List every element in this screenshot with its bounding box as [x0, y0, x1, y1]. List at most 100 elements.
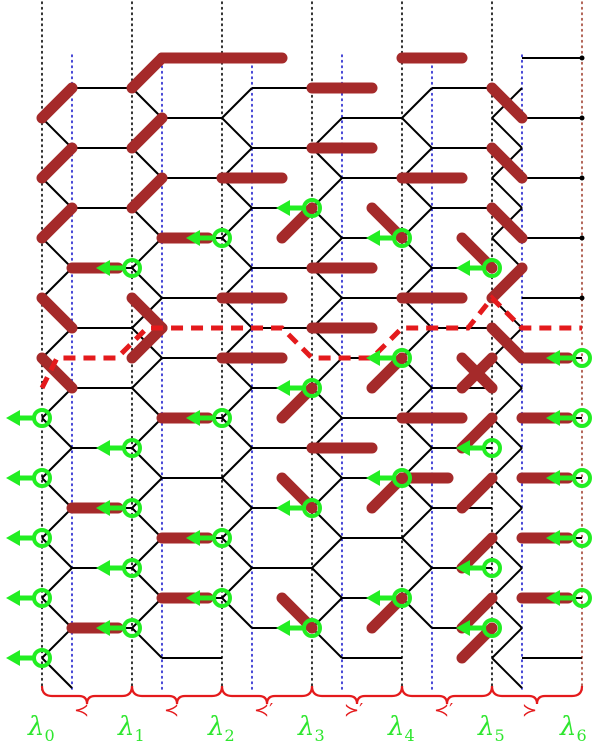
- lattice-edge: [491, 237, 523, 269]
- green-arrow: [456, 258, 502, 278]
- arrow-ring: [212, 528, 232, 548]
- arrow-ring: [302, 378, 322, 398]
- arrow-head: [546, 530, 560, 546]
- lattice-edge: [41, 117, 73, 149]
- lattice-edge: [41, 237, 73, 269]
- arrow-ring: [122, 258, 142, 278]
- arrow-ring: [302, 498, 322, 518]
- arrow-ring: [572, 468, 592, 488]
- arrow-ring: [572, 588, 592, 608]
- arrow-head: [546, 410, 560, 426]
- green-arrow: [186, 528, 232, 548]
- lattice-edge: [491, 477, 523, 509]
- boundary-dot: [579, 295, 585, 301]
- arrow-ring: [122, 558, 142, 578]
- dimer-edge: [456, 352, 498, 394]
- arrow-ring: [482, 438, 502, 458]
- arrow-ring: [392, 588, 412, 608]
- green-arrow: [546, 348, 592, 368]
- vertical-guide-lines: [41, 1, 583, 691]
- boundary-dot: [579, 115, 585, 121]
- arrow-head: [456, 260, 470, 276]
- lattice-edge: [491, 627, 523, 659]
- lattice-edge: [491, 597, 523, 629]
- lambda-index: 6: [576, 726, 587, 746]
- lambda-symbol: λ: [560, 712, 577, 742]
- lattice-edge: [131, 87, 163, 119]
- boundary-dots: [579, 55, 585, 301]
- lambda-index: 4: [404, 726, 415, 746]
- arrow-head: [546, 590, 560, 606]
- lattice-edge: [491, 537, 523, 569]
- dimer-edge: [486, 82, 528, 124]
- green-arrow: [366, 348, 412, 368]
- green-arrow: [366, 588, 412, 608]
- green-arrow: [276, 498, 322, 518]
- lattice-edge: [491, 447, 523, 479]
- arrow-head: [456, 560, 470, 576]
- green-arrow: [6, 648, 52, 668]
- lattice-edge: [131, 207, 163, 239]
- arrow-head: [366, 590, 380, 606]
- dimer-edge: [126, 292, 168, 334]
- green-arrow: [546, 408, 592, 428]
- arrow-ring: [482, 558, 502, 578]
- lattice-edge: [401, 87, 433, 119]
- lattice-edge: [221, 477, 253, 509]
- lattice-edge: [491, 417, 523, 449]
- lambda-index: 3: [314, 726, 325, 746]
- green-arrow: [186, 228, 232, 248]
- dimer-edge: [486, 142, 528, 184]
- lambda-symbol: λ: [388, 712, 405, 742]
- lambda-label-3: λ3: [298, 712, 325, 745]
- green-arrow: [366, 468, 412, 488]
- green-arrow: [546, 528, 592, 548]
- dimer-edge: [126, 112, 168, 154]
- lambda-symbol: λ: [208, 712, 225, 742]
- dimer-edge: [486, 322, 528, 364]
- green-arrows: [6, 198, 592, 668]
- arrow-ring: [212, 588, 232, 608]
- dimer-edge: [486, 262, 528, 304]
- lambda-symbol: λ: [118, 712, 135, 742]
- arrow-ring: [482, 258, 502, 278]
- lambda-label-1: λ1: [118, 712, 145, 745]
- green-arrow: [456, 618, 502, 638]
- arrow-ring: [122, 618, 142, 638]
- relation-label-2: ≺′: [254, 700, 274, 721]
- green-arrow: [546, 588, 592, 608]
- relation-label-5: ≻: [522, 700, 538, 721]
- lattice-edge: [41, 267, 73, 299]
- dimer-edge: [36, 352, 78, 394]
- arrow-ring: [302, 198, 322, 218]
- interval-brace: [310, 685, 404, 705]
- arrow-ring: [32, 468, 52, 488]
- dimer-edge: [126, 322, 168, 364]
- lambda-label-0: λ0: [28, 712, 55, 745]
- green-arrow: [6, 588, 52, 608]
- arrow-head: [6, 470, 20, 486]
- arrow-ring: [122, 498, 142, 518]
- arrow-ring: [572, 408, 592, 428]
- dimer-edge: [36, 292, 78, 334]
- arrow-head: [276, 620, 290, 636]
- lambda-symbol: λ: [478, 712, 495, 742]
- green-arrow: [6, 468, 52, 488]
- red-dashed-path: [39, 294, 582, 390]
- lattice-edge: [401, 117, 433, 149]
- lambda-label-2: λ2: [208, 712, 235, 745]
- lattice-edge: [221, 447, 253, 479]
- dimer-edge: [456, 472, 498, 514]
- arrow-head: [186, 590, 200, 606]
- arrow-head: [6, 590, 20, 606]
- arrow-ring: [302, 618, 322, 638]
- lattice-edge: [491, 507, 523, 539]
- lattice-edge: [41, 177, 73, 209]
- arrow-head: [546, 350, 560, 366]
- arrow-ring: [32, 648, 52, 668]
- interval-brace: [130, 685, 224, 705]
- lambda-index: 2: [224, 726, 235, 746]
- arrow-head: [186, 410, 200, 426]
- green-arrow: [186, 408, 232, 428]
